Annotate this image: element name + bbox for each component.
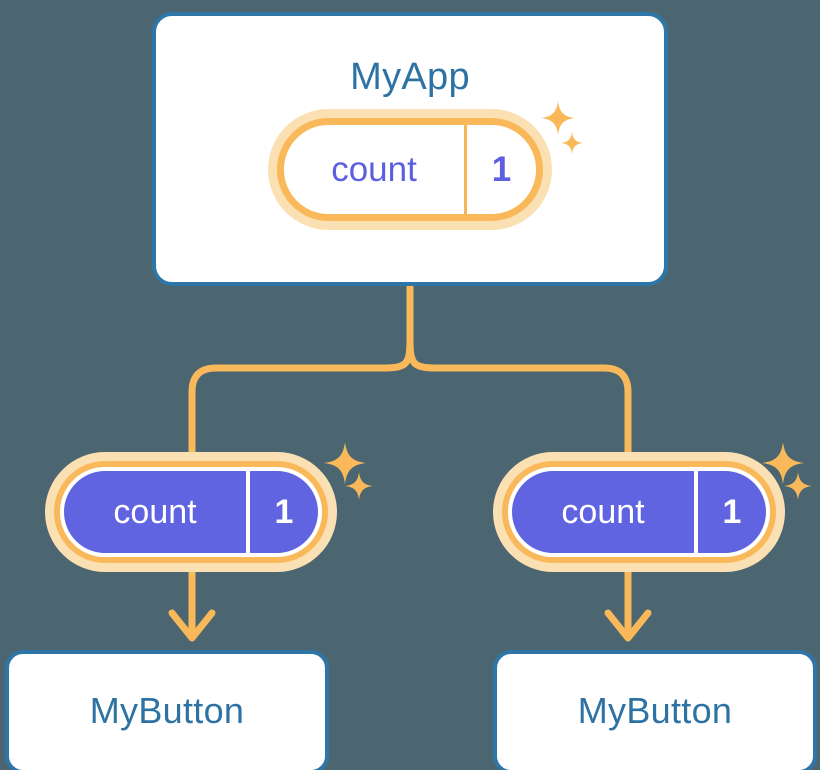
state-badge-ring: count 1 [502, 461, 776, 563]
state-badge-value: 1 [246, 471, 318, 553]
sparkle-icon [345, 472, 373, 500]
state-badge-child-left: count 1 [45, 452, 337, 572]
state-badge-body: count 1 [284, 125, 536, 214]
state-badge-key: count [561, 492, 645, 531]
state-badge-key: count [331, 149, 417, 189]
mybutton-label: MyButton [577, 690, 733, 731]
state-badge-body: count 1 [60, 467, 322, 557]
arrow-down-icon [168, 609, 216, 642]
state-badge-child-right: count 1 [493, 452, 785, 572]
page-title: MyApp [350, 56, 470, 98]
state-badge-value: 1 [694, 471, 766, 553]
state-badge-body: count 1 [508, 467, 770, 557]
mybutton-label: MyButton [89, 690, 245, 731]
state-badge-ring: count 1 [54, 461, 328, 563]
state-badge-value: 1 [464, 125, 536, 214]
state-badge-key: count [113, 492, 197, 531]
arrow-down-icon [604, 609, 652, 642]
mybutton-card-left: MyButton [5, 650, 329, 770]
state-badge-myapp: count 1 [268, 109, 552, 230]
sparkle-icon [324, 442, 366, 484]
mybutton-card-right: MyButton [493, 650, 817, 770]
sparkle-icon [784, 472, 812, 500]
state-badge-ring: count 1 [277, 118, 543, 221]
